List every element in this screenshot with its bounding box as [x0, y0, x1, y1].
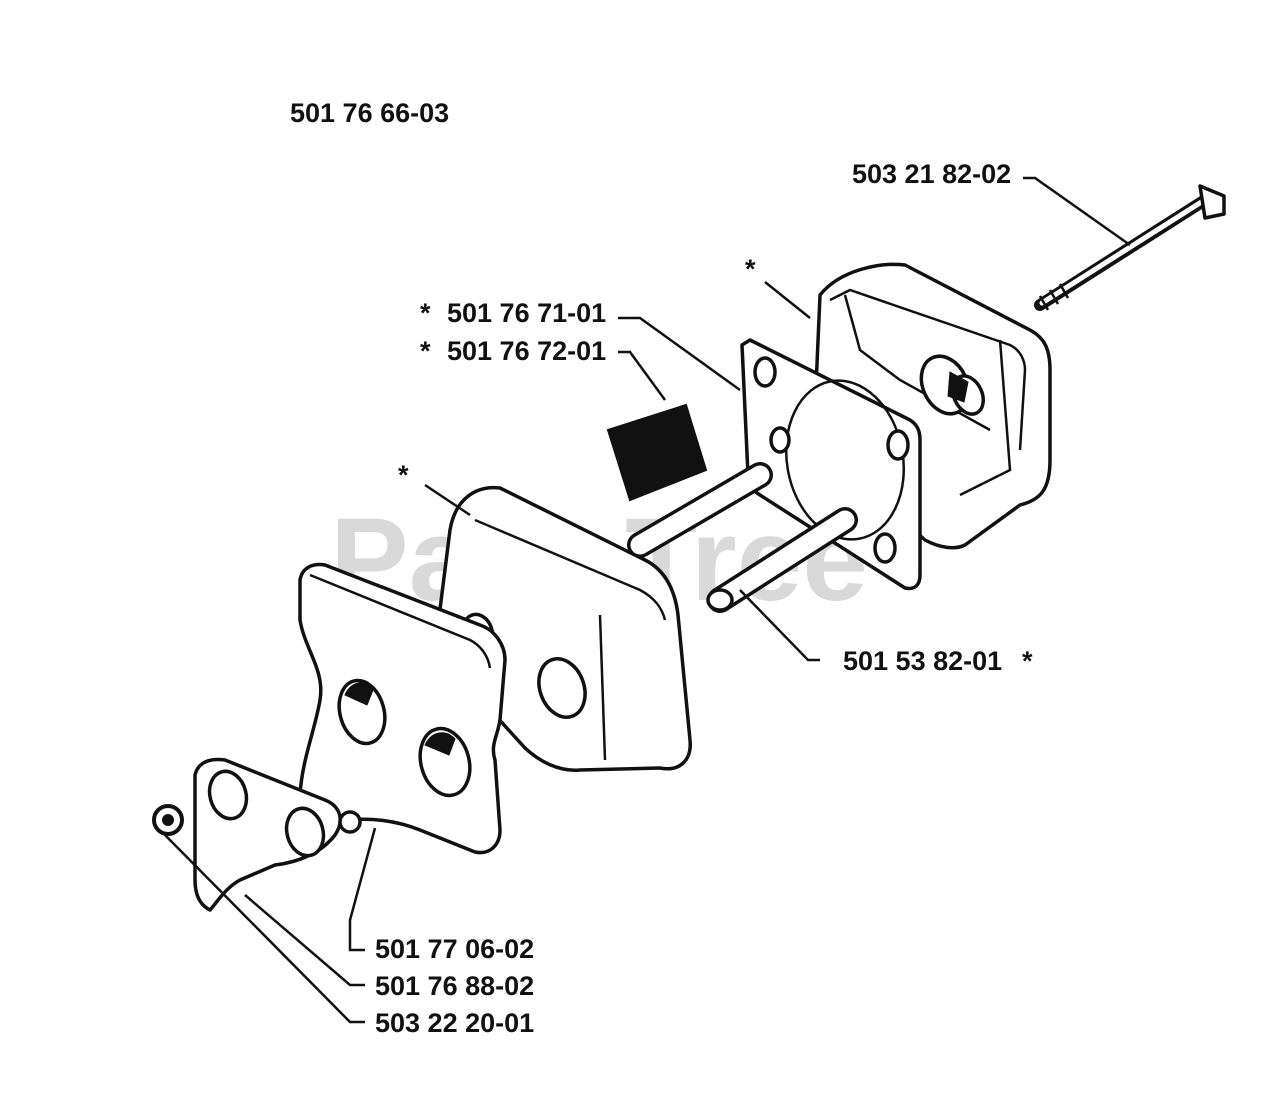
assembly-part-number[interactable]: 501 76 66-03	[290, 98, 449, 128]
leader-lines	[164, 176, 1131, 1024]
label-nut[interactable]: 503 22 20-01	[375, 1008, 534, 1038]
cover-plate[interactable]	[298, 562, 507, 855]
label-studs[interactable]: 501 53 82-01	[843, 646, 1002, 676]
filter-element[interactable]	[606, 403, 708, 502]
label-filter-b[interactable]: 501 76 72-01	[447, 336, 606, 366]
asterisk-studs: *	[1022, 646, 1033, 676]
asterisk-gasket: *	[745, 254, 756, 284]
label-filter-a[interactable]: 501 76 71-01	[447, 298, 606, 328]
mounting-bracket[interactable]	[193, 757, 362, 912]
label-bracket[interactable]: 501 76 88-02	[375, 971, 534, 1001]
label-bolt[interactable]: 503 21 82-02	[852, 159, 1011, 189]
asterisk-front-housing: *	[398, 460, 409, 490]
studs[interactable]	[627, 462, 858, 613]
bolt[interactable]	[1034, 184, 1226, 311]
label-plate[interactable]: 501 77 06-02	[375, 934, 534, 964]
nut[interactable]	[152, 804, 184, 836]
asterisk-filter-b: *	[420, 336, 431, 366]
asterisk-filter-a: *	[420, 298, 431, 328]
